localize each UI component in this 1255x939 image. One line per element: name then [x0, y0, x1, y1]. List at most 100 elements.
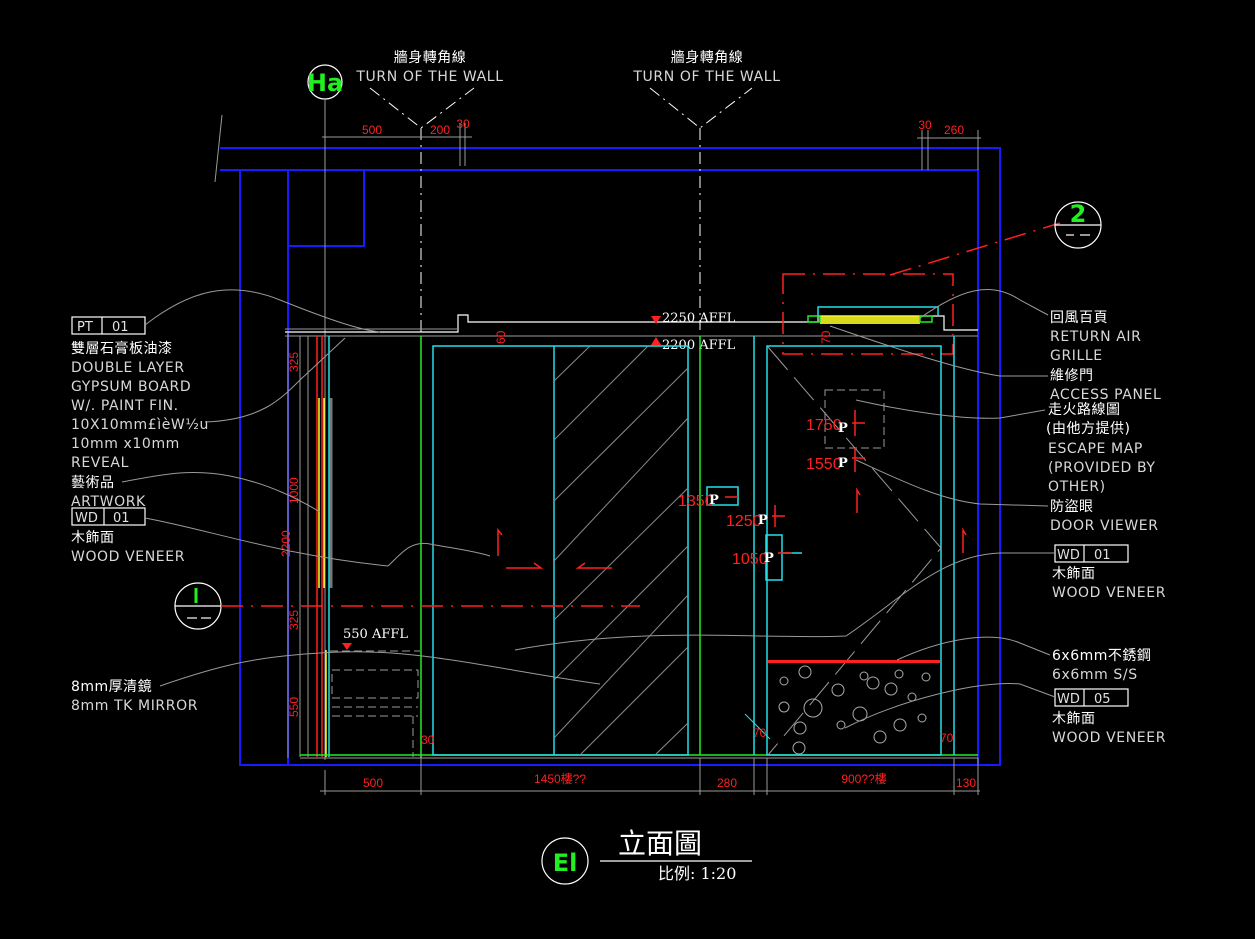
annotation-line: GYPSUM BOARD	[71, 379, 191, 395]
dim-text: 325	[287, 352, 301, 372]
entrance-door	[753, 336, 967, 756]
annotation-line: DOUBLE LAYER	[71, 360, 185, 376]
dim-text: 70	[940, 731, 954, 745]
svg-text:P: P	[709, 493, 719, 508]
annotation-line: 10X10mm£ìèW½u	[71, 417, 209, 433]
left-vertical-dimensions: 325 1000 2200 325 550 60 70 30 70 70	[279, 330, 954, 758]
hardware-1050: 1050 P	[732, 551, 792, 568]
hardware-1350: 1350 P	[678, 486, 739, 510]
right-annotation-access-panel: 維修門 ACCESS PANEL	[829, 325, 1161, 403]
annotation-line: 走火路線圖	[1048, 402, 1121, 418]
dim-text: 1000	[287, 477, 301, 504]
left-annotation-mirror: 8mm厚清鏡 8mm TK MIRROR	[71, 651, 601, 714]
tag-number: 01	[112, 320, 129, 335]
annotation-line: ACCESS PANEL	[1050, 387, 1161, 403]
dim-text: 70	[753, 726, 767, 740]
left-wall-panel	[299, 336, 333, 757]
annotation-line: ARTWORK	[71, 494, 146, 510]
annotation-line: 藝術品	[71, 475, 115, 491]
dim-text: 30	[918, 118, 932, 132]
annotation-line: 木飾面	[1052, 711, 1096, 727]
right-annotation-wood-veneer-01: WD 01 木飾面 WOOD VENEER	[514, 544, 1166, 651]
dim-text: 280	[717, 776, 737, 790]
wall-turn-zh: 牆身轉角線	[671, 50, 744, 66]
wall-turn-en: TURN OF THE WALL	[632, 69, 780, 85]
bottom-dimensions: 500 1450樓?? 280 900??樓 130	[320, 758, 980, 795]
hardware-heights: 1750 P 1550 P 1350 P 1250 P 1050 P	[678, 410, 865, 568]
drawing-scale: 比例: 1:20	[658, 864, 736, 883]
level-text: 550 AFFL	[343, 627, 408, 642]
svg-text:P: P	[838, 456, 848, 471]
hardware-1750: 1750 P	[806, 410, 865, 436]
dim-text: 60	[494, 330, 508, 344]
annotation-line: REVEAL	[71, 455, 129, 471]
tag-number: 01	[1094, 548, 1111, 563]
door-lever-handle	[765, 534, 783, 581]
dim-text: 30	[421, 733, 435, 747]
svg-text:P: P	[758, 513, 768, 528]
drawing-title: 立面圖	[618, 827, 702, 860]
view-bubble-label: El	[553, 849, 578, 877]
view-bubble	[541, 837, 589, 885]
annotation-line: OTHER)	[1048, 479, 1106, 495]
left-annotation-wood-veneer: WD 01 木飾面 WOOD VENEER	[71, 507, 491, 567]
wall-turn-label-2: 牆身轉角線 TURN OF THE WALL	[632, 50, 780, 330]
svg-text:P: P	[838, 421, 848, 436]
glass-sliding-door	[432, 345, 689, 756]
section-bubble-1	[174, 582, 640, 630]
hardware-1250: 1250 P	[726, 505, 785, 530]
dim-text: 500	[363, 776, 383, 790]
tag-code: PT	[77, 320, 93, 335]
dim-text: 2200	[279, 530, 293, 557]
right-annotation-stainless-steel: 6x6mm不銹鋼 6x6mm S/S	[896, 636, 1151, 683]
annotation-line: DOOR VIEWER	[1050, 518, 1159, 534]
annotation-line: 木飾面	[71, 530, 115, 546]
tag-code: WD	[1057, 548, 1080, 563]
dim-text: 900??樓	[841, 771, 886, 786]
dim-text: 1450樓??	[534, 771, 586, 786]
level-text: 2200 AFFL	[662, 338, 736, 353]
right-annotation-escape-map: 走火路線圖 (由他方提供) ESCAPE MAP (PROVIDED BY OT…	[855, 399, 1155, 495]
ceiling-line	[285, 314, 978, 337]
return-air-grille	[782, 222, 1061, 355]
right-annotation-return-air-grille: 回風百頁 RETURN AIR GRILLE	[919, 289, 1141, 364]
wall-turn-en: TURN OF THE WALL	[355, 69, 503, 85]
right-annotation-wood-veneer-05: WD 05 木飾面 WOOD VENEER	[844, 683, 1166, 746]
wall-turn-zh: 牆身轉角線	[394, 50, 467, 66]
tag-code: WD	[75, 511, 98, 526]
tag-code: WD	[1057, 692, 1080, 707]
dim-text: 260	[944, 123, 964, 137]
height-text: 1350	[678, 493, 714, 510]
level-marker-ceiling: 2250 AFFL	[651, 311, 736, 326]
left-annotation-artwork: 藝術品 ARTWORK	[71, 471, 321, 513]
annotation-line: 木飾面	[1052, 566, 1096, 582]
dim-text: 70	[819, 330, 833, 344]
annotation-line: WOOD VENEER	[1052, 585, 1166, 601]
annotation-line: 回風百頁	[1050, 310, 1108, 326]
annotation-line: W/. PAINT FIN.	[71, 398, 179, 414]
section-bubble-number: 2	[1070, 200, 1087, 228]
kick-plate-pattern	[744, 665, 931, 755]
annotation-line: WOOD VENEER	[1052, 730, 1166, 746]
height-text: 1050	[732, 551, 768, 568]
annotation-line: 8mm TK MIRROR	[71, 698, 198, 714]
grid-bubble-label: Ha	[307, 69, 343, 97]
top-dimensions: 500 200 30 30 260	[322, 117, 981, 170]
tag-number: 05	[1094, 692, 1111, 707]
annotation-line: GRILLE	[1050, 348, 1103, 364]
grid-bubble-ha: Ha	[307, 64, 343, 760]
annotation-line: WOOD VENEER	[71, 549, 185, 565]
dim-text: 500	[362, 123, 382, 137]
height-text: 1750	[806, 417, 842, 434]
left-annotation-paint: PT 01 雙層石膏板油漆 DOUBLE LAYER GYPSUM BOARD …	[71, 289, 381, 471]
section-bubble-2: 2	[1054, 200, 1102, 249]
annotation-line: 雙層石膏板油漆	[71, 340, 173, 357]
annotation-line: 防盜眼	[1050, 499, 1094, 515]
drawing-title-block: El 立面圖 比例: 1:20	[541, 827, 752, 885]
level-marker-door-head: 2200 AFFL	[651, 337, 736, 353]
annotation-line: 6x6mm S/S	[1052, 667, 1138, 683]
svg-text:P: P	[764, 551, 774, 566]
annotation-line: 8mm厚清鏡	[71, 679, 152, 695]
dim-text: 30	[456, 117, 470, 131]
